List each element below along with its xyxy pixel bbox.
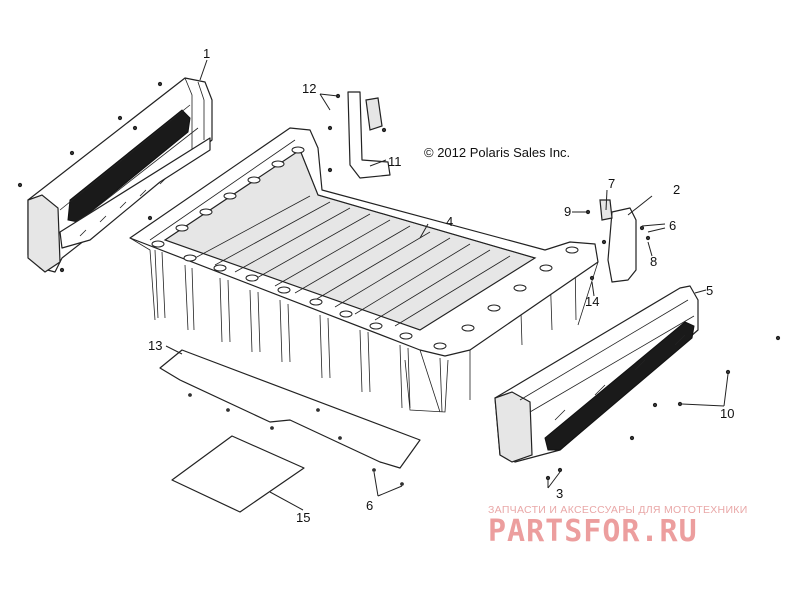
callout-1: 1	[203, 46, 210, 61]
leader-lines	[165, 59, 729, 511]
callout-6: 6	[669, 218, 676, 233]
watermark-logo: PARTSFOR.RU	[488, 514, 698, 549]
callout-3: 3	[556, 486, 563, 501]
callout-10: 10	[720, 406, 734, 421]
copyright-notice: © 2012 Polaris Sales Inc.	[424, 145, 571, 160]
callout-4: 4	[446, 214, 453, 229]
callout-labels: 1 2 3 4 5 6 6 7 8 9 10 11 12 13 14 15	[148, 46, 734, 525]
callout-11: 11	[388, 154, 402, 169]
callout-7: 7	[608, 176, 615, 191]
callout-2: 2	[673, 182, 680, 197]
callout-15: 15	[296, 510, 310, 525]
callout-13: 13	[148, 338, 162, 353]
floor-plate	[159, 349, 421, 486]
callout-9: 9	[564, 204, 571, 219]
latch-bracket-left	[327, 91, 391, 179]
callout-12: 12	[302, 81, 316, 96]
watermark-tagline: ЗАПЧАСТИ И АКСЕССУАРЫ ДЛЯ МОТОТЕХНИКИ	[488, 504, 748, 516]
cargo-mat	[171, 435, 305, 513]
callout-8: 8	[650, 254, 657, 269]
cargo-box	[129, 127, 599, 413]
latch-bracket-right	[585, 199, 651, 283]
callout-14: 14	[585, 294, 599, 309]
callout-6b: 6	[366, 498, 373, 513]
right-side-panel	[494, 285, 781, 481]
callout-5: 5	[706, 283, 713, 298]
left-side-panel	[17, 77, 213, 273]
